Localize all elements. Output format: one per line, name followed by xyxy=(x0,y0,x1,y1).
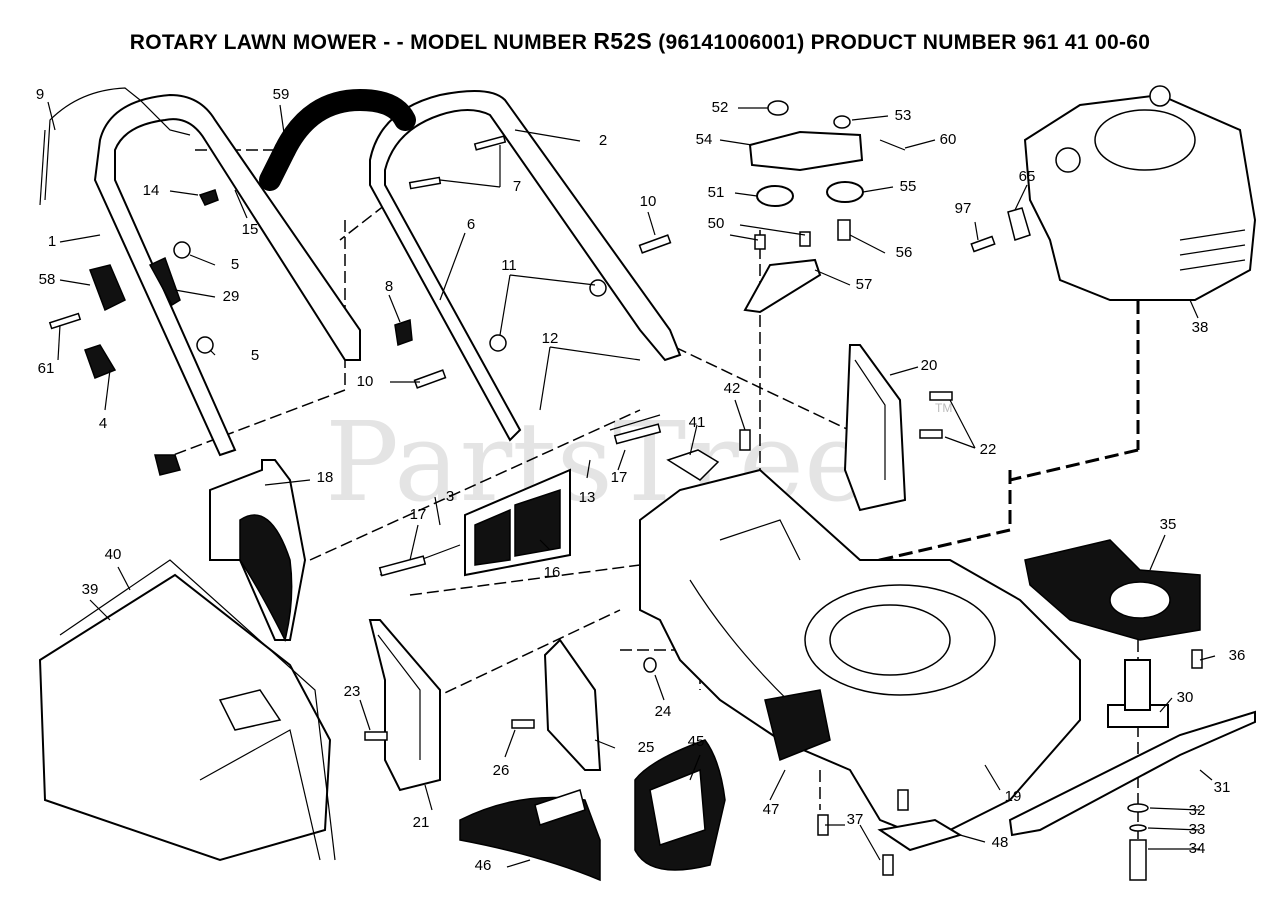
callout-47: 47 xyxy=(763,801,780,818)
callout-12: 12 xyxy=(542,330,559,347)
callout-7: 7 xyxy=(513,178,521,195)
callout-40: 40 xyxy=(105,546,122,563)
callout-15: 15 xyxy=(242,221,259,238)
callout-55: 55 xyxy=(900,178,917,195)
height-adjuster-front xyxy=(368,619,441,792)
callout-38: 38 xyxy=(1192,319,1209,336)
callout-6: 6 xyxy=(467,216,475,233)
callout-33: 33 xyxy=(1189,821,1206,838)
callout-31: 31 xyxy=(1214,779,1231,796)
callout-54: 54 xyxy=(696,131,713,148)
leader-lines xyxy=(47,101,1216,868)
callout-24: 24 xyxy=(655,703,672,720)
callout-26: 26 xyxy=(493,762,510,779)
callout-56: 56 xyxy=(896,244,913,261)
flap-41 xyxy=(666,449,720,481)
callout-19: 19 xyxy=(1005,788,1022,805)
callout-65: 65 xyxy=(1019,168,1036,185)
baffle-35 xyxy=(1024,539,1201,641)
callout-25: 25 xyxy=(638,739,655,756)
callout-4: 4 xyxy=(99,415,107,432)
callout-53: 53 xyxy=(895,107,912,124)
callout-18: 18 xyxy=(317,469,334,486)
callout-59: 59 xyxy=(273,86,290,103)
callout-10a: 10 xyxy=(640,193,657,210)
rear-flap xyxy=(379,414,661,577)
callout-5b: 5 xyxy=(251,347,259,364)
callout-51: 51 xyxy=(708,184,725,201)
callout-35: 35 xyxy=(1160,516,1177,533)
blade-adapter-30 xyxy=(1107,659,1169,728)
callout-45: 45 xyxy=(688,733,705,750)
height-adjuster-rear xyxy=(843,344,907,512)
callout-37: 37 xyxy=(847,811,864,828)
control-bail xyxy=(39,87,191,206)
callout-29: 29 xyxy=(223,288,240,305)
model-number: R52S xyxy=(593,28,653,54)
engine-38 xyxy=(1023,85,1257,301)
mulch-plug xyxy=(209,459,307,643)
callout-41: 41 xyxy=(689,414,706,431)
callout-2: 2 xyxy=(599,132,607,149)
small-hardware xyxy=(48,135,672,476)
callout-22: 22 xyxy=(980,441,997,458)
callout-50: 50 xyxy=(708,215,725,232)
bracket-25 xyxy=(543,638,602,771)
callout-17b: 17 xyxy=(410,506,427,523)
grip-foam xyxy=(259,88,416,191)
callout-labels: 1 2 3 4 5 5 6 7 8 9 10 10 11 12 13 14 15… xyxy=(36,86,1246,874)
callout-58: 58 xyxy=(39,271,56,288)
callout-20: 20 xyxy=(921,357,938,374)
callout-14: 14 xyxy=(143,182,160,199)
callout-3: 3 xyxy=(446,488,454,505)
rear-plate-45 xyxy=(634,739,726,871)
callout-30: 30 xyxy=(1177,689,1194,706)
callout-61: 61 xyxy=(38,360,55,377)
clip-65-bolt-97 xyxy=(970,207,1031,253)
grass-catcher xyxy=(38,559,336,862)
callout-60: 60 xyxy=(940,131,957,148)
callout-21: 21 xyxy=(413,814,430,831)
blade-bolt-stack xyxy=(1127,803,1149,881)
diagram-title: ROTARY LAWN MOWER - - MODEL NUMBER R52S … xyxy=(0,28,1280,55)
callout-23: 23 xyxy=(344,683,361,700)
callout-57: 57 xyxy=(856,276,873,293)
callout-34: 34 xyxy=(1189,840,1206,857)
title-suffix: (96141006001) PRODUCT NUMBER 961 41 00-6… xyxy=(658,31,1151,54)
callout-5a: 5 xyxy=(231,256,239,273)
callout-8: 8 xyxy=(385,278,393,295)
misc-fasteners xyxy=(364,391,1203,741)
bolts-37-and-bracket-48 xyxy=(817,789,963,876)
callout-10b: 10 xyxy=(357,373,374,390)
callout-9: 9 xyxy=(36,86,44,103)
callout-48: 48 xyxy=(992,834,1009,851)
callout-11: 11 xyxy=(501,257,517,274)
callout-52: 52 xyxy=(712,99,729,116)
drive-pulley-parts xyxy=(743,100,906,314)
callout-32: 32 xyxy=(1189,802,1206,819)
callout-46: 46 xyxy=(475,857,492,874)
callout-16: 16 xyxy=(544,564,561,581)
callout-13: 13 xyxy=(579,489,596,506)
trademark-mark: TM xyxy=(935,401,952,415)
callout-42: 42 xyxy=(724,380,741,397)
discharge-chute-46 xyxy=(459,789,601,882)
callout-97: 97 xyxy=(955,200,972,217)
blade-31 xyxy=(1008,710,1256,837)
callout-1: 1 xyxy=(48,233,56,250)
callout-39: 39 xyxy=(82,581,99,598)
mower-deck xyxy=(639,468,1081,842)
callout-36: 36 xyxy=(1229,647,1246,664)
title-prefix: ROTARY LAWN MOWER - - MODEL NUMBER xyxy=(129,31,588,54)
callout-17a: 17 xyxy=(611,469,628,486)
lower-handle-left xyxy=(93,93,361,457)
